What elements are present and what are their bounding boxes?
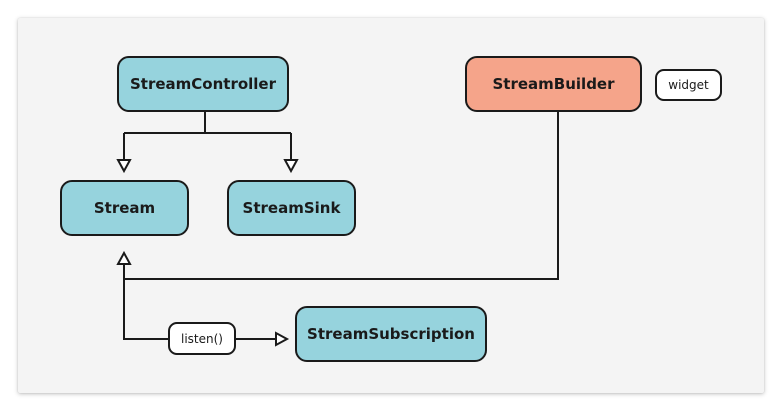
stream-arrowhead [116, 159, 132, 174]
listen-label: listen() [168, 322, 236, 355]
stream-listen-line [123, 279, 168, 340]
stream-builder-node[interactable]: StreamBuilder [465, 56, 642, 112]
builder-to-stream-line [123, 112, 559, 280]
sink-arrowhead [283, 159, 299, 174]
builder-stream-arrowhead [116, 250, 132, 265]
stream-sink-node[interactable]: StreamSink [227, 180, 356, 236]
widget-tag: widget [655, 69, 722, 101]
stream-subscription-node[interactable]: StreamSubscription [295, 306, 487, 362]
stream-controller-node[interactable]: StreamController [117, 56, 289, 112]
subscription-arrowhead [275, 331, 290, 347]
stream-node[interactable]: Stream [60, 180, 189, 236]
